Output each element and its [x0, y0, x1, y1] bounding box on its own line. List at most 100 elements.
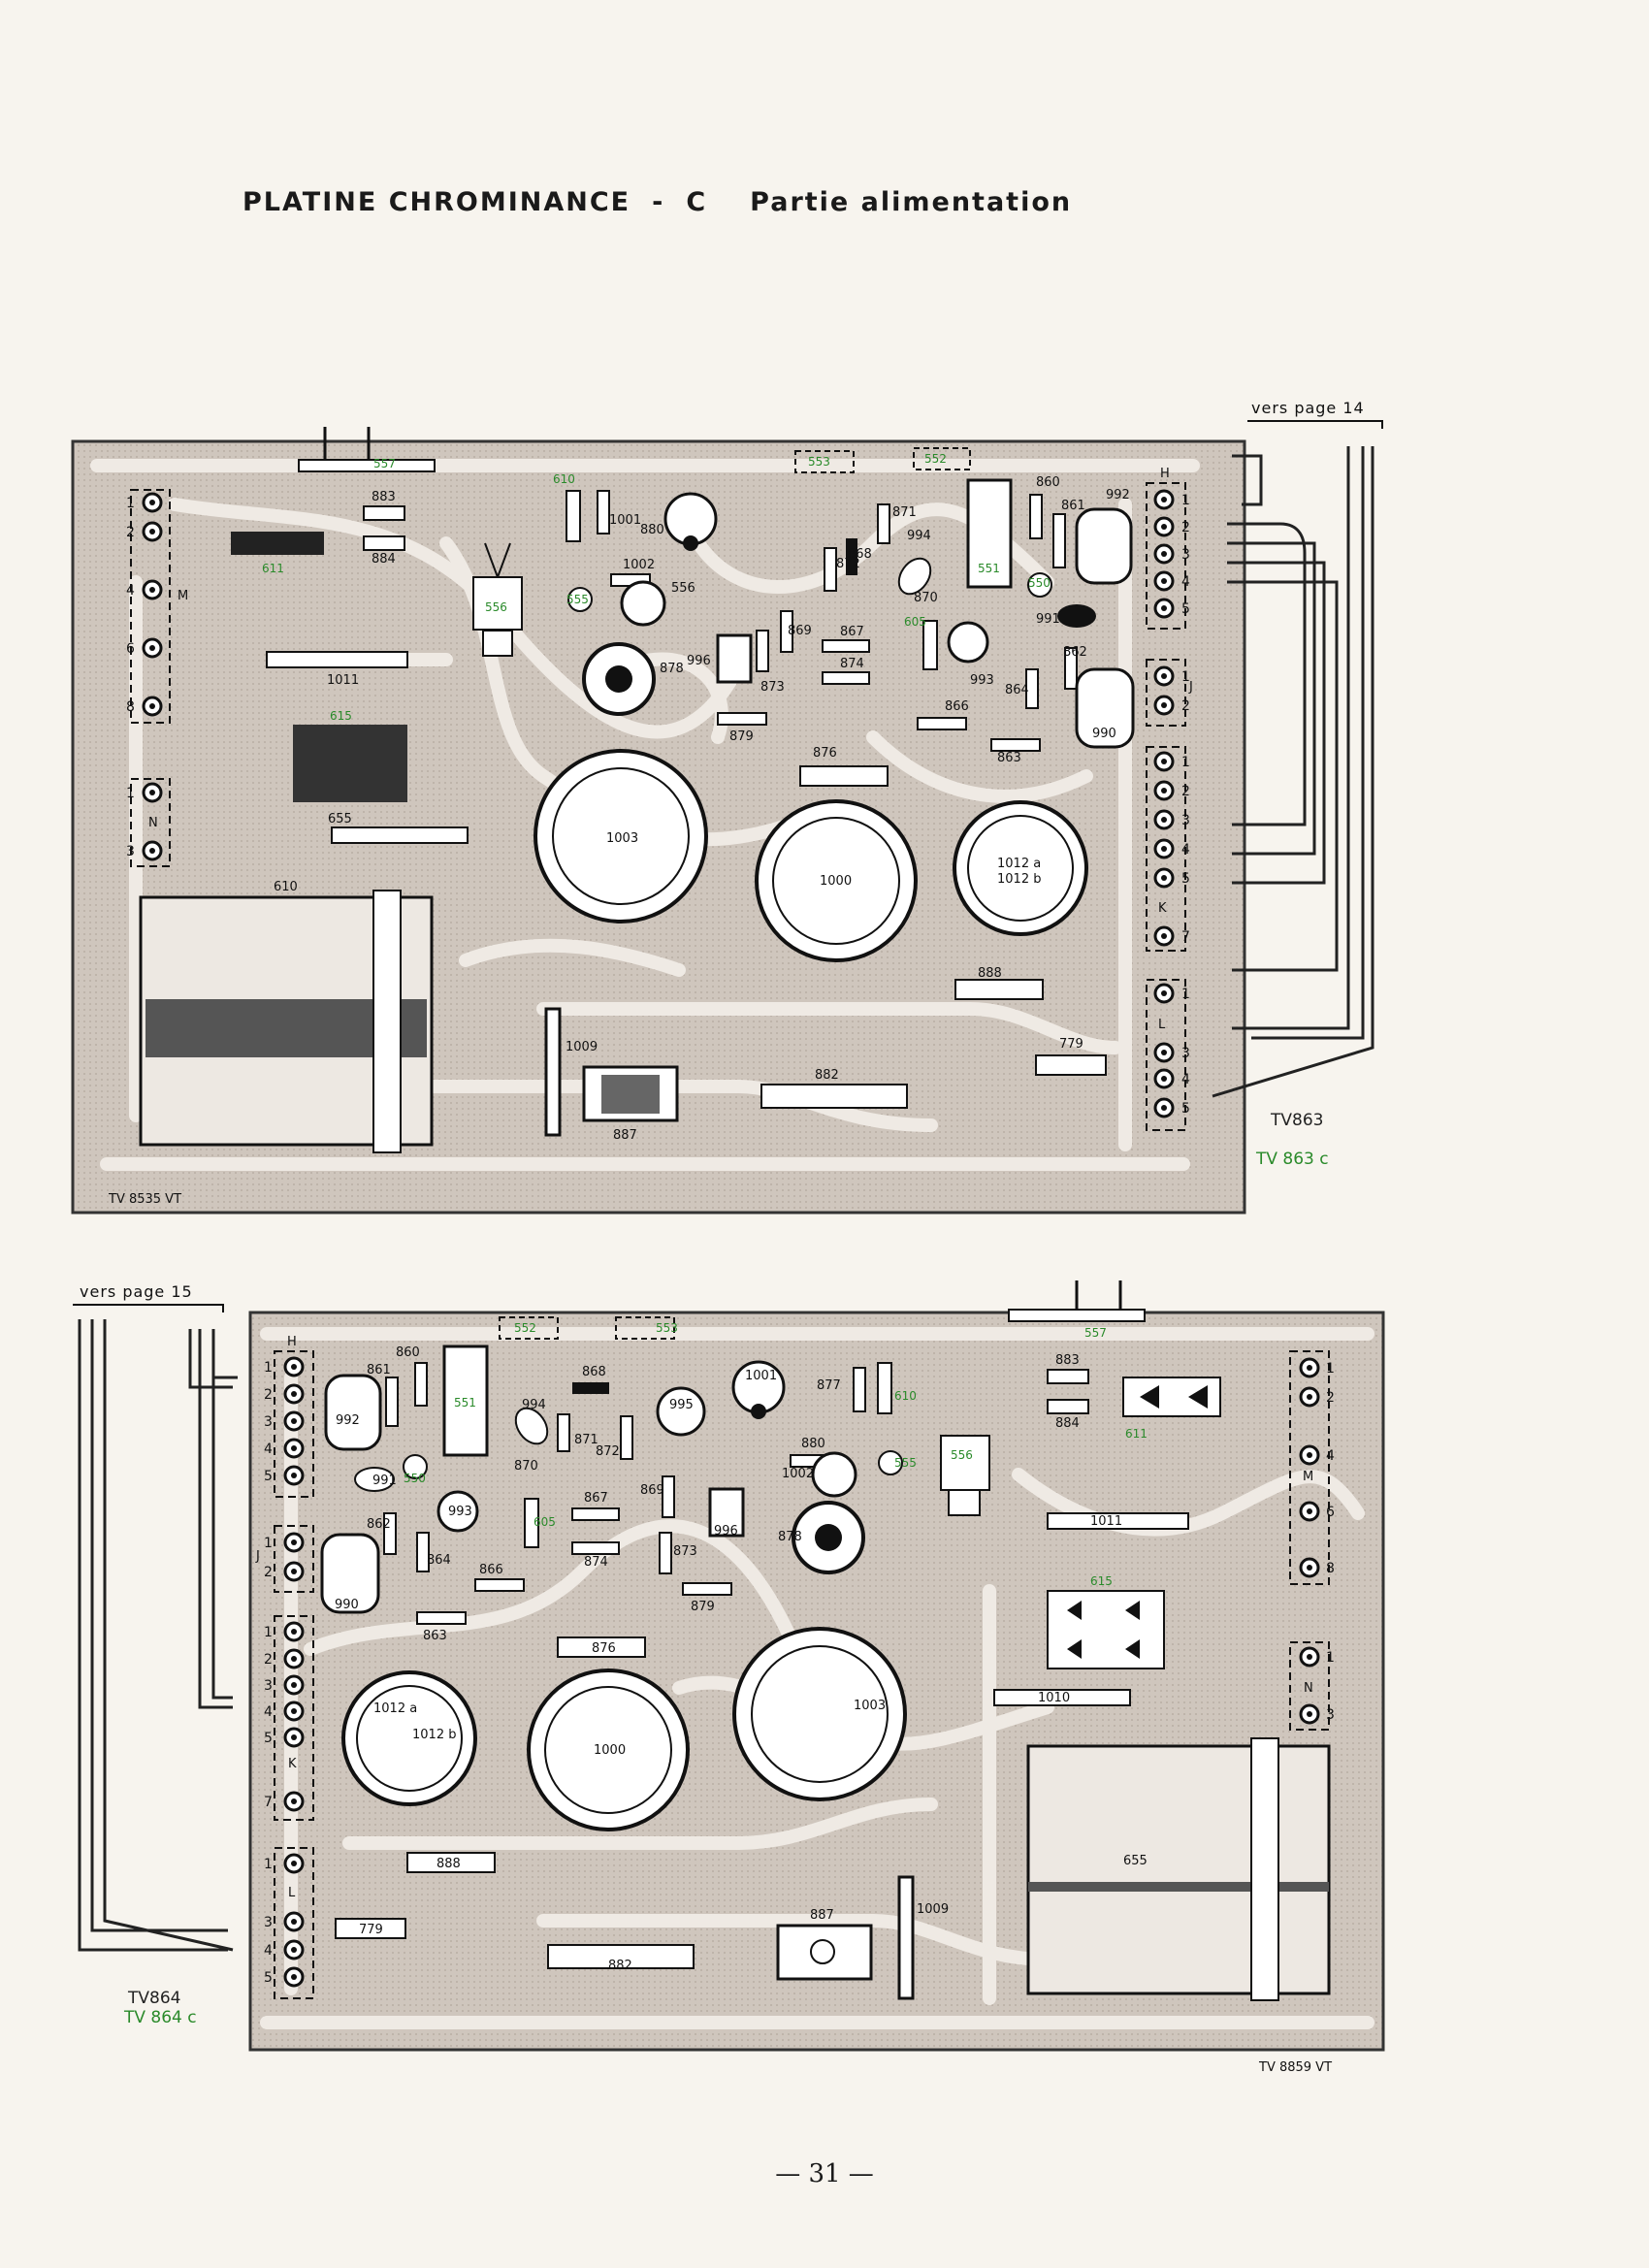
svg-text:888: 888	[436, 1857, 461, 1871]
connector-pin: 3	[264, 1410, 305, 1432]
svg-text:864: 864	[427, 1553, 451, 1568]
svg-text:878: 878	[660, 662, 684, 676]
connector-pin: 6	[126, 637, 163, 659]
component-1000: 1000	[527, 1669, 690, 1831]
connector-pin: 1	[264, 1532, 305, 1553]
svg-text:888: 888	[978, 966, 1002, 981]
svg-text:871: 871	[574, 1433, 598, 1447]
connector-pin: 1	[1153, 489, 1190, 510]
svg-text:862: 862	[367, 1517, 391, 1532]
svg-text:993: 993	[970, 673, 994, 688]
component-876: 876	[557, 1636, 646, 1658]
component-611: 611	[231, 532, 324, 575]
svg-text:1012 a: 1012 a	[997, 857, 1041, 871]
component-1010: 655	[328, 812, 469, 844]
component-557: 557	[1008, 1280, 1146, 1340]
component-550: 550	[403, 1454, 428, 1485]
svg-text:3: 3	[126, 844, 135, 859]
component-883: 883	[1047, 1353, 1089, 1384]
component-610: 610	[877, 1362, 917, 1414]
component-861: 861	[367, 1363, 399, 1427]
component-882: 882	[547, 1944, 695, 1973]
connector-pin: 1	[1153, 665, 1190, 687]
component-655: 655	[1026, 1737, 1331, 2001]
svg-text:874: 874	[840, 657, 864, 671]
connector-pin: 2	[1153, 516, 1190, 537]
component-1010: 1010	[993, 1689, 1131, 1706]
connector-pin: 4	[1299, 1444, 1335, 1466]
svg-text:992: 992	[336, 1413, 360, 1428]
svg-text:557: 557	[1084, 1326, 1107, 1340]
svg-text:4: 4	[126, 583, 135, 599]
component-992: 992	[324, 1374, 382, 1451]
board-bottom-wires	[78, 1319, 238, 1952]
svg-text:5: 5	[264, 1469, 273, 1484]
svg-text:1: 1	[126, 496, 135, 511]
svg-text:1: 1	[1326, 1650, 1335, 1666]
svg-text:1000: 1000	[594, 1743, 626, 1758]
top-connector-n: 1 3 N	[126, 778, 171, 867]
svg-text:887: 887	[613, 1128, 637, 1143]
component-887: 887	[776, 1908, 873, 1981]
component-888: 888	[954, 966, 1044, 1000]
svg-text:4: 4	[1181, 1072, 1190, 1087]
svg-text:990: 990	[1092, 727, 1116, 741]
svg-text:993: 993	[448, 1505, 472, 1519]
connector-name: K	[288, 1757, 297, 1771]
svg-text:876: 876	[813, 746, 837, 761]
svg-text:884: 884	[1055, 1416, 1080, 1431]
component-552: 552	[913, 447, 971, 470]
svg-text:552: 552	[924, 452, 947, 466]
svg-text:878: 878	[778, 1530, 802, 1544]
svg-text:1000: 1000	[820, 874, 852, 889]
component-555: 555	[566, 587, 593, 612]
svg-text:887: 887	[810, 1908, 834, 1923]
component-884: 884	[1047, 1399, 1089, 1431]
component-868: 868	[846, 538, 872, 575]
component-1003: 1003	[534, 749, 708, 923]
connector-pin: 5	[264, 1727, 305, 1748]
bottom-connector-k: K 1 2 3 4 5 7	[264, 1615, 314, 1821]
connector-pin: 1	[264, 1853, 305, 1874]
connector-pin: 1	[264, 1621, 305, 1642]
component-867: 867	[571, 1491, 620, 1521]
svg-text:862: 862	[1063, 645, 1087, 660]
connector-pin: 5	[1153, 598, 1190, 619]
component-862: 862	[367, 1512, 397, 1555]
component-991: 991	[1036, 604, 1096, 628]
component-655: 610	[139, 880, 434, 1153]
component-878: 878	[582, 642, 684, 716]
component-877: 877	[817, 1367, 866, 1412]
svg-text:3: 3	[264, 1678, 273, 1694]
svg-text:556: 556	[951, 1448, 973, 1462]
component-872: 872	[596, 1415, 633, 1460]
connector-pin: 1	[1299, 1357, 1335, 1378]
svg-text:1009: 1009	[566, 1040, 598, 1054]
svg-text:610: 610	[553, 472, 575, 486]
component-615: 615	[293, 709, 407, 802]
svg-text:2: 2	[264, 1652, 273, 1668]
svg-text:992: 992	[1106, 488, 1130, 502]
svg-text:655: 655	[328, 812, 352, 826]
svg-text:556: 556	[485, 600, 507, 614]
top-connector-h: H 1 2 3 4 5	[1146, 467, 1190, 630]
connector-pin: 3	[1299, 1703, 1335, 1725]
component-868: 868	[572, 1365, 609, 1394]
svg-text:555: 555	[894, 1456, 917, 1470]
connector-pin: 1	[126, 492, 163, 513]
component-1001: 1001	[731, 1360, 786, 1419]
connector-pin: 3	[1153, 543, 1190, 565]
svg-text:867: 867	[584, 1491, 608, 1506]
svg-text:1: 1	[126, 786, 135, 801]
svg-text:3: 3	[1181, 547, 1190, 563]
component-615: 615	[1047, 1574, 1165, 1669]
connector-pin: 3	[126, 840, 163, 861]
top-connector-j: J 1 2	[1146, 659, 1193, 727]
svg-text:879: 879	[729, 729, 754, 744]
component-551: 551	[442, 1345, 489, 1457]
connector-pin: 1	[1153, 751, 1190, 772]
connector-pin: 4	[1153, 570, 1190, 592]
connector-pin: 2	[264, 1383, 305, 1405]
top-connector-l: L 1 3 4 5	[1146, 979, 1190, 1131]
svg-text:883: 883	[1055, 1353, 1080, 1368]
